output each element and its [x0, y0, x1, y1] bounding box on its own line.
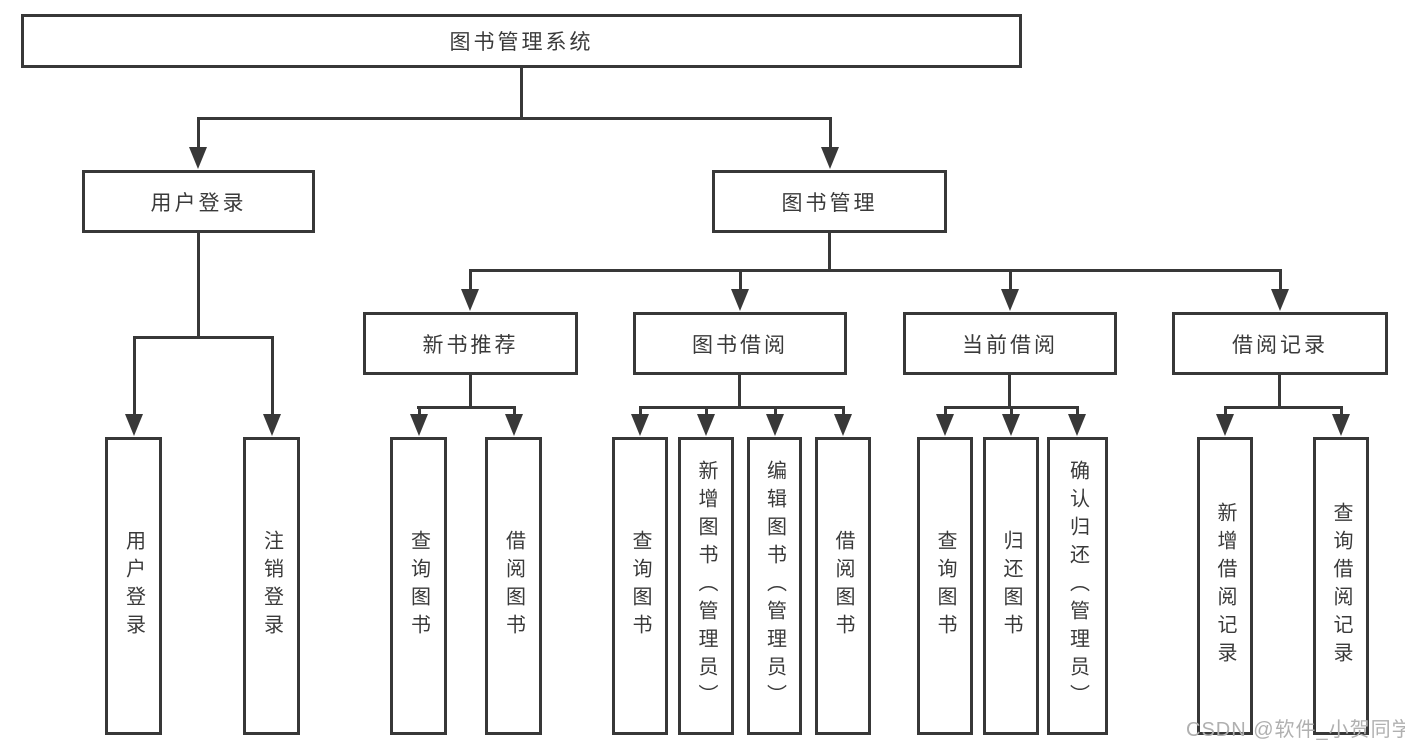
node-current-borrow: 当前借阅: [903, 312, 1117, 375]
connector-line: [738, 374, 741, 409]
leaf-label: 新增图书（管理员）: [695, 460, 717, 712]
leaf-node: 确认归还（管理员）: [1047, 437, 1108, 735]
arrow-down-icon: [505, 406, 523, 436]
leaf-node: 借阅图书: [485, 437, 542, 735]
arrow-down-icon: [936, 406, 954, 436]
leaf-node: 新增图书（管理员）: [678, 437, 734, 735]
connector-line: [469, 374, 472, 409]
leaf-label: 借阅图书: [502, 530, 525, 642]
leaf-label: 查询图书: [629, 530, 651, 642]
connector-line: [520, 67, 523, 120]
connector-line: [198, 117, 830, 120]
leaf-label: 借阅图书: [832, 530, 854, 642]
arrow-down-icon: [731, 269, 749, 311]
node-label: 图书管理: [781, 191, 878, 215]
connector-line: [1278, 374, 1281, 409]
node-user-login: 用户登录: [82, 170, 315, 233]
node-book-management: 图书管理: [712, 170, 947, 233]
node-new-book-recommend: 新书推荐: [363, 312, 578, 375]
arrow-down-icon: [834, 406, 852, 436]
leaf-node: 注销登录: [243, 437, 300, 735]
arrow-down-icon: [461, 269, 479, 311]
leaf-node: 编辑图书（管理员）: [747, 437, 802, 735]
leaf-node: 归还图书: [983, 437, 1039, 735]
arrow-down-icon: [1271, 269, 1289, 311]
leaf-node: 用户登录: [105, 437, 162, 735]
node-label: 图书管理系统: [449, 31, 594, 54]
connector-line: [639, 406, 844, 409]
node-borrow-records: 借阅记录: [1172, 312, 1388, 375]
leaf-label: 确认归还（管理员）: [1066, 460, 1089, 712]
arrow-down-icon: [189, 117, 207, 169]
leaf-label: 新增借阅记录: [1214, 502, 1236, 670]
arrow-down-icon: [263, 336, 281, 436]
connector-line: [1224, 406, 1342, 409]
connector-line: [469, 269, 1280, 272]
arrow-down-icon: [1216, 406, 1234, 436]
csdn-watermark: CSDN @软件_小贺同学: [1186, 719, 1405, 741]
leaf-label: 编辑图书（管理员）: [763, 460, 786, 712]
leaf-label: 查询图书: [407, 530, 430, 642]
arrow-down-icon: [697, 406, 715, 436]
node-label: 新书推荐: [422, 333, 519, 357]
leaf-node: 新增借阅记录: [1197, 437, 1253, 735]
arrow-down-icon: [766, 406, 784, 436]
arrow-down-icon: [631, 406, 649, 436]
leaf-label: 用户登录: [122, 530, 145, 642]
leaf-label: 查询借阅记录: [1330, 502, 1352, 670]
node-label: 图书借阅: [692, 333, 788, 357]
leaf-node: 查询图书: [390, 437, 447, 735]
arrow-down-icon: [1001, 269, 1019, 311]
node-book-borrow: 图书借阅: [633, 312, 847, 375]
arrow-down-icon: [1068, 406, 1086, 436]
node-label: 借阅记录: [1232, 333, 1328, 357]
node-label: 当前借阅: [962, 333, 1058, 357]
node-root: 图书管理系统: [21, 14, 1022, 68]
leaf-node: 借阅图书: [815, 437, 871, 735]
arrow-down-icon: [1332, 406, 1350, 436]
connector-line: [197, 232, 200, 339]
arrow-down-icon: [1002, 406, 1020, 436]
connector-line: [1008, 374, 1011, 409]
arrow-down-icon: [821, 117, 839, 169]
leaf-node: 查询借阅记录: [1313, 437, 1369, 735]
arrow-down-icon: [410, 406, 428, 436]
connector-line: [828, 232, 831, 272]
leaf-node: 查询图书: [612, 437, 668, 735]
connector-line: [417, 406, 515, 409]
leaf-label: 注销登录: [260, 530, 283, 642]
leaf-label: 查询图书: [934, 530, 956, 642]
leaf-node: 查询图书: [917, 437, 973, 735]
connector-line: [133, 336, 272, 339]
node-label: 用户登录: [150, 191, 247, 215]
arrow-down-icon: [125, 336, 143, 436]
leaf-label: 归还图书: [1000, 530, 1022, 642]
